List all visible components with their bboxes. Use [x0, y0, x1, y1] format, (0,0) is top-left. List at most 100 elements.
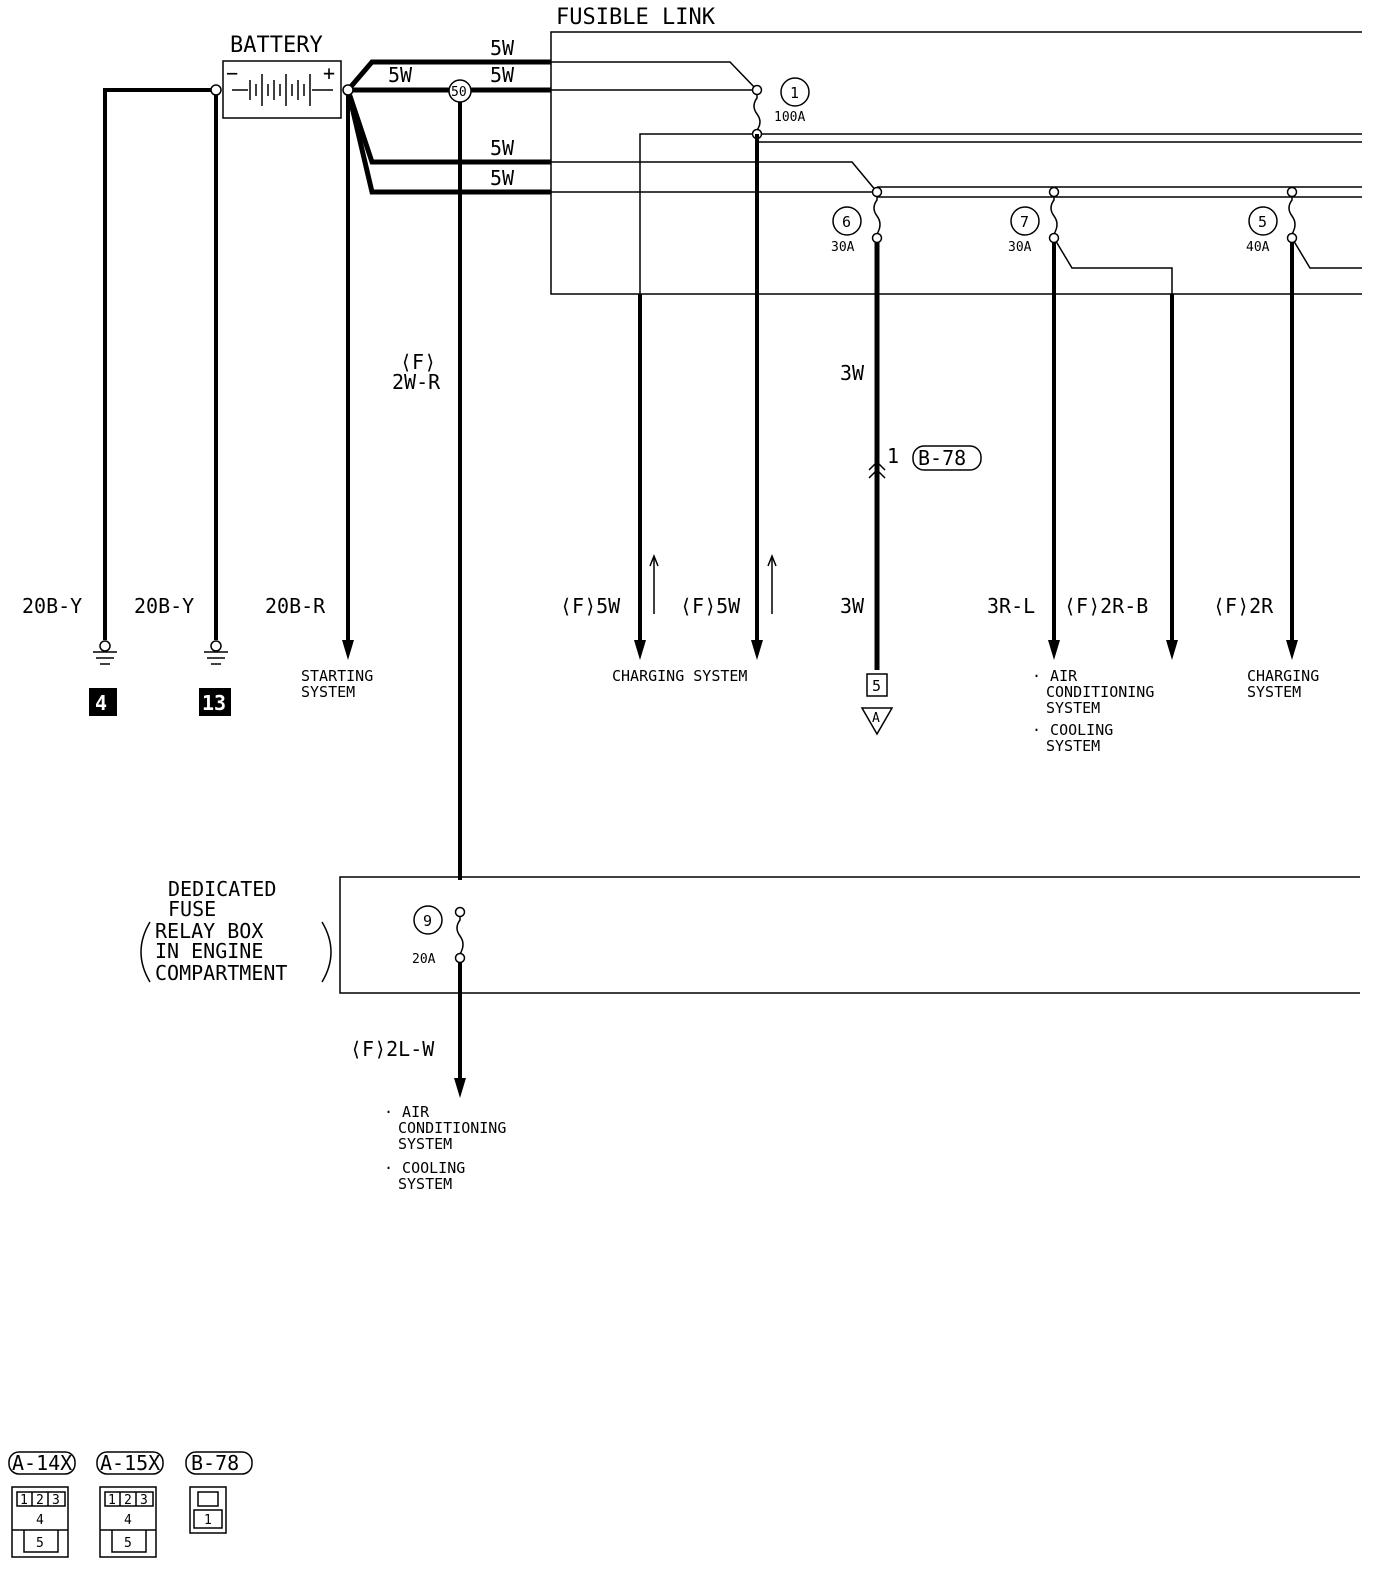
ground-13-label: 13 — [202, 691, 226, 715]
battery-symbol: − + — [222, 60, 342, 119]
dest2-ac-2: CONDITIONING — [398, 1119, 506, 1137]
ground-wire-main — [103, 88, 216, 640]
a14x-pin-5: 5 — [36, 1536, 44, 1551]
wire-5w-lower1 — [345, 89, 551, 165]
dest-charging: CHARGING SYSTEM — [612, 667, 747, 685]
a15x-pin-3: 3 — [140, 1493, 148, 1508]
ground-4-label: 4 — [95, 691, 107, 715]
a15x-pin-4: 4 — [124, 1513, 132, 1528]
dest2-ac-1: · AIR — [384, 1103, 430, 1121]
a14x-pin-3: 3 — [52, 1493, 60, 1508]
label-f-5w-1: ⟨F⟩5W — [560, 594, 621, 618]
terminal-5-box — [866, 673, 888, 697]
dest-starting-1: STARTING — [301, 667, 373, 685]
b78-pin: 1 — [887, 444, 899, 468]
fuse-7-rating: 30A — [1008, 240, 1032, 255]
dedicated-line-5: COMPARTMENT — [155, 961, 287, 985]
label-5w-a: 5W — [490, 36, 515, 60]
a15x-pin-1: 1 — [108, 1493, 116, 1508]
ground-symbol-13: 13 — [199, 640, 231, 716]
fuse-5-rating: 40A — [1246, 240, 1270, 255]
label-2w-r: 2W-R — [392, 370, 441, 394]
conn-a15x-label: A-15X — [100, 1451, 160, 1475]
label-3w-upper: 3W — [840, 361, 865, 385]
fuse-7: 7 30A — [1008, 186, 1060, 255]
link-line-lower1 — [551, 161, 878, 193]
fuse-5-num: 5 — [1258, 213, 1267, 231]
dest-ac-5: SYSTEM — [1046, 737, 1100, 755]
fuse-1: 1 100A — [751, 77, 810, 140]
b78-pin-1: 1 — [204, 1513, 212, 1528]
splice-50-label: 50 — [451, 85, 467, 100]
fuse-1-num: 1 — [790, 84, 799, 102]
dedicated-line-2: FUSE — [168, 897, 216, 921]
b78-ref-box — [912, 445, 982, 471]
battery-minus: − — [226, 61, 238, 85]
connector-a-triangle — [860, 707, 894, 736]
label-3r-l: 3R-L — [987, 594, 1035, 618]
connector-a: A — [872, 711, 880, 726]
fuse-6: 6 30A — [831, 186, 883, 255]
battery-plus: + — [323, 61, 335, 85]
charging-up-arrows — [649, 553, 777, 614]
fuse-9-num: 9 — [423, 912, 432, 930]
dest-ac-2: CONDITIONING — [1046, 683, 1154, 701]
battery-negative-node — [210, 84, 222, 96]
a14x-pin-2: 2 — [36, 1493, 44, 1508]
wire-5w-lower2 — [345, 89, 551, 195]
label-f-2l-w: ⟨F⟩2L-W — [350, 1037, 435, 1061]
battery-positive-node — [342, 84, 354, 96]
splice-50 — [448, 79, 472, 103]
dest-charging2-2: SYSTEM — [1247, 683, 1301, 701]
a14x-pin-4: 4 — [36, 1513, 44, 1528]
dedicated-line-4: IN ENGINE — [155, 939, 263, 963]
fusible-link-box — [550, 31, 1362, 295]
dest-ac-1: · AIR — [1032, 667, 1078, 685]
label-20b-y-2: 20B-Y — [134, 594, 194, 618]
dest-ac-4: · COOLING — [1032, 721, 1113, 739]
battery-label: BATTERY — [230, 33, 323, 58]
label-5w-d: 5W — [490, 136, 515, 160]
a15x-pin-5: 5 — [124, 1536, 132, 1551]
dedicated-paren-right — [321, 921, 332, 983]
arrowheads — [342, 640, 1298, 1098]
fuse-6-rating: 30A — [831, 240, 855, 255]
label-5w-b: 5W — [388, 63, 413, 87]
fuse-9: 9 20A — [412, 905, 466, 967]
fuse-6-num: 6 — [842, 213, 851, 231]
label-f-2wr: ⟨F⟩ — [400, 350, 436, 374]
connector-a14x: A-14X 1 2 3 4 5 — [8, 1451, 76, 1558]
label-20b-r: 20B-R — [265, 594, 326, 618]
b78-ref: B-78 — [918, 446, 966, 470]
label-f-5w-2: ⟨F⟩5W — [680, 594, 741, 618]
ground-symbol-4: 4 — [89, 640, 117, 716]
label-20b-y-1: 20B-Y — [22, 594, 82, 618]
dest-starting-2: SYSTEM — [301, 683, 355, 701]
connector-b78: B-78 1 — [185, 1451, 253, 1534]
fuse-7-num: 7 — [1020, 213, 1029, 231]
dest-charging2-1: CHARGING — [1247, 667, 1319, 685]
fuse-9-rating: 20A — [412, 952, 436, 967]
dest-ac-3: SYSTEM — [1046, 699, 1100, 717]
dest2-ac-3: SYSTEM — [398, 1135, 452, 1153]
dedicated-line-1: DEDICATED — [168, 877, 276, 901]
link-line-top — [551, 61, 758, 91]
terminal-5: 5 — [872, 677, 881, 695]
fuse-1-rating: 100A — [774, 110, 805, 125]
a14x-pin-1: 1 — [20, 1493, 28, 1508]
fuse-5: 5 40A — [1246, 186, 1298, 255]
label-f-2r-b: ⟨F⟩2R-B — [1064, 594, 1148, 618]
conn-b78-label: B-78 — [191, 1451, 239, 1475]
fuse5-out — [1291, 237, 1362, 269]
label-3w-lower: 3W — [840, 594, 865, 618]
connector-a15x: A-15X 1 2 3 4 5 — [96, 1451, 164, 1558]
connector-chevron — [868, 460, 886, 479]
dest2-ac-4: · COOLING — [384, 1159, 465, 1177]
link-line-charging — [639, 133, 757, 294]
dedicated-line-3: RELAY BOX — [155, 919, 263, 943]
label-f-2r: ⟨F⟩2R — [1213, 594, 1274, 618]
a15x-pin-2: 2 — [124, 1493, 132, 1508]
wire-5w-top — [346, 59, 551, 92]
label-5w-c: 5W — [490, 63, 515, 87]
